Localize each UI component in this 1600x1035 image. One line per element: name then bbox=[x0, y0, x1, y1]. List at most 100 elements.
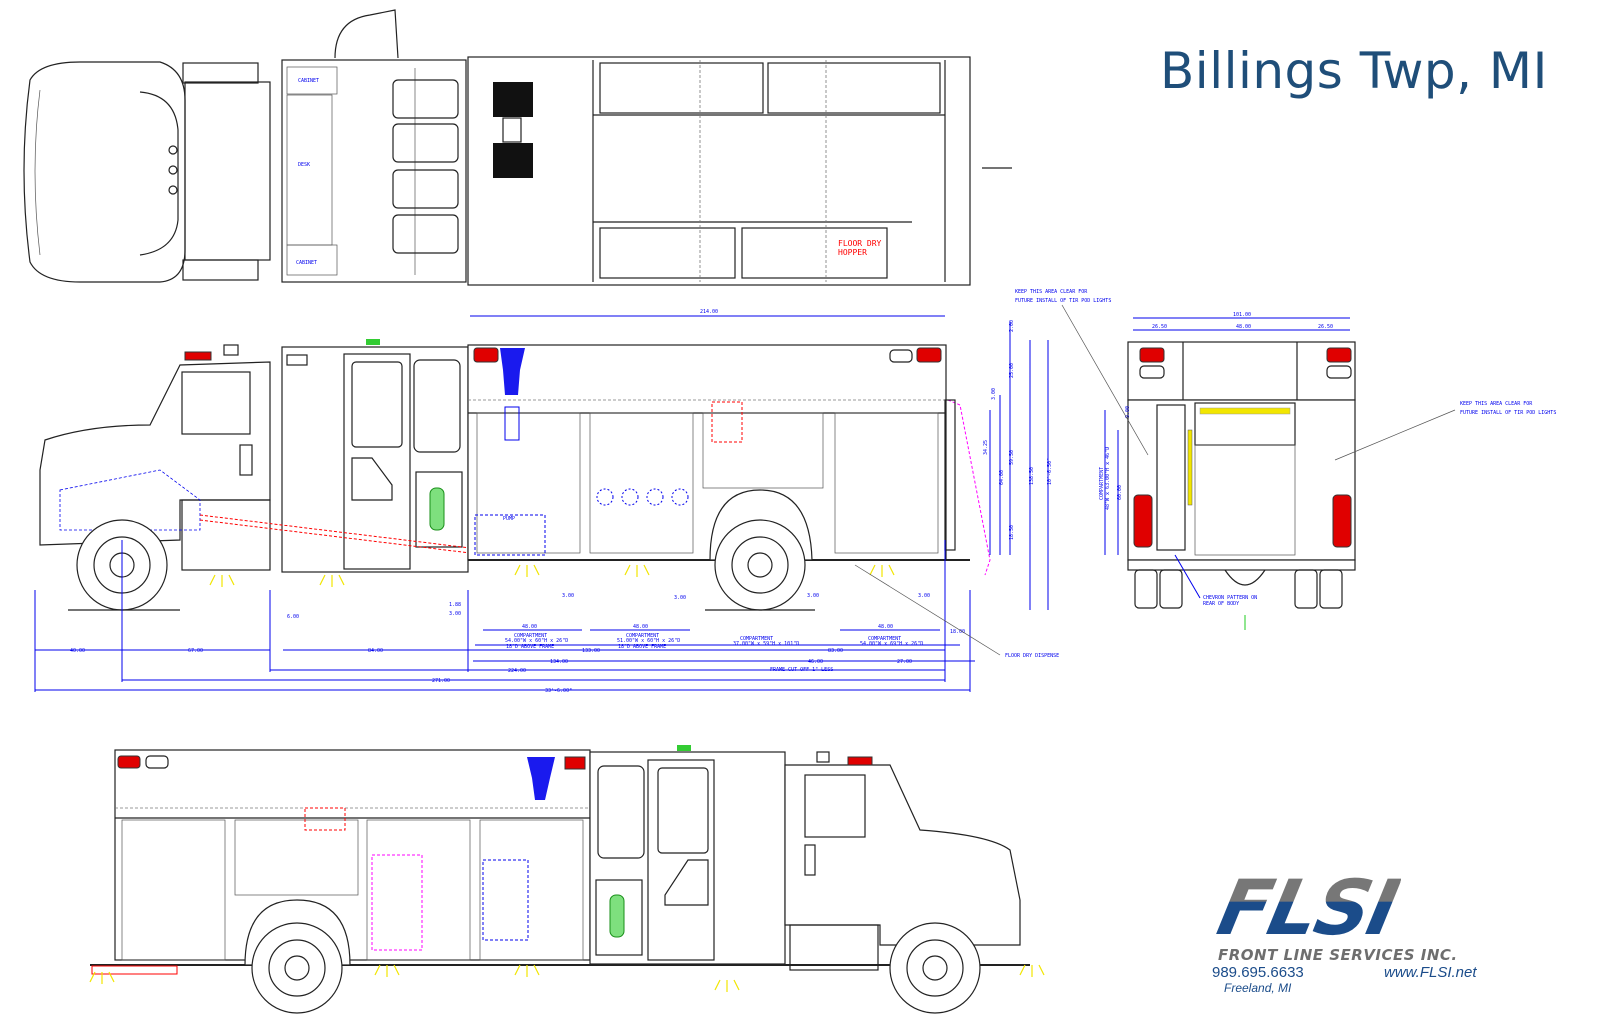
scene-lights bbox=[89, 964, 1045, 992]
dim-label: 133.00 bbox=[582, 648, 600, 654]
warning-light-icon bbox=[473, 347, 499, 363]
side-crew-cab bbox=[199, 339, 471, 573]
crew-door bbox=[343, 353, 411, 570]
monitor-icon bbox=[500, 348, 525, 395]
dim-label: COMPARTMENT bbox=[514, 633, 547, 639]
dim-label: COMPARTMENT bbox=[868, 636, 901, 642]
side-view: PUMP 214.00 bbox=[34, 309, 1059, 694]
dim-label: 54.00"W x 69"H x 26"D bbox=[860, 641, 923, 647]
frame-note: FRAME CUT OFF 1" LESS bbox=[770, 667, 833, 673]
pump-label: PUMP bbox=[503, 516, 515, 522]
company-city: Freeland, MI bbox=[1224, 981, 1292, 995]
dim-label: 3.00 bbox=[807, 593, 819, 599]
pump-assembly: PUMP bbox=[474, 514, 546, 556]
dim-label: 214.00 bbox=[700, 309, 718, 315]
extinguisher-icon bbox=[609, 894, 625, 938]
dim-label: 48.00 bbox=[633, 624, 648, 630]
dim-label: 138.50 bbox=[1029, 467, 1035, 485]
tir-note: KEEP THIS AREA CLEAR FOR bbox=[1460, 401, 1533, 407]
dim-label: 18.00 bbox=[950, 629, 965, 635]
company-name: FRONT LINE SERVICES INC. bbox=[1218, 946, 1458, 964]
dim-label: 37.00"W x 59"H x 101"D bbox=[733, 641, 799, 647]
rollup-door bbox=[589, 412, 694, 554]
dim-label: 48.00 bbox=[878, 624, 893, 630]
dim-label: 46.00 bbox=[808, 659, 823, 665]
dim-label: 51.00"W x 60"H x 26"D bbox=[617, 638, 680, 644]
dim-label: 40.00 bbox=[70, 648, 85, 654]
scene-lights bbox=[209, 564, 895, 587]
logo-mark: FLSI bbox=[1210, 863, 1405, 952]
monitor-nozzle-icon bbox=[493, 82, 533, 117]
dim-label: 18"D ABOVE FRAME bbox=[506, 644, 554, 650]
tir-note: FUTURE INSTALL OF TIR POD LIGHTS bbox=[1015, 298, 1111, 304]
dim-label: 18.50 bbox=[1009, 525, 1015, 540]
tail-light-icon bbox=[1332, 494, 1352, 548]
dim-label: 10'-6.50" bbox=[1047, 458, 1053, 485]
side-dimensions: 214.00 2.00 25.00 3.00 34.25 64.00 59.50… bbox=[34, 309, 1059, 694]
side-body: PUMP bbox=[467, 344, 991, 576]
rollup-door bbox=[476, 412, 581, 554]
front-wheel bbox=[889, 922, 981, 1014]
flsi-logo: FLSI FRONT LINE SERVICES INC. 989.695.66… bbox=[1210, 863, 1510, 1008]
scba-seat-icons bbox=[392, 79, 459, 254]
dim-label: 2.00 bbox=[1009, 320, 1015, 332]
officer-side-view bbox=[89, 745, 1045, 1014]
rollup-door bbox=[834, 412, 939, 554]
monitor-icon bbox=[527, 757, 555, 800]
website-link[interactable]: www.FLSI.net bbox=[1384, 964, 1477, 981]
rollup-door bbox=[702, 412, 824, 489]
dim-label: 101.00 bbox=[1233, 312, 1251, 318]
top-crew-cab: CABINET DESK CABINET bbox=[281, 9, 467, 283]
warning-light-icon bbox=[1326, 347, 1352, 363]
chevron-note: REAR OF BODY bbox=[1203, 601, 1239, 607]
warning-light-icon bbox=[916, 347, 942, 363]
rear-ladder bbox=[1156, 404, 1186, 551]
dim-label: 67.00 bbox=[188, 648, 203, 654]
dim-label: 224.00 bbox=[508, 668, 526, 674]
crew-door bbox=[647, 759, 715, 961]
dim-label: COMPARTMENT bbox=[740, 636, 773, 642]
dim-label: 3.00 bbox=[918, 593, 930, 599]
dim-label: COMPARTMENT bbox=[1099, 467, 1105, 500]
dim-label: 27.00 bbox=[897, 659, 912, 665]
dim-label: 3.00 bbox=[562, 593, 574, 599]
tail-light-icon bbox=[1133, 494, 1153, 548]
rear-wheel bbox=[251, 922, 343, 1014]
page-title: Billings Twp, MI bbox=[1160, 42, 1548, 100]
rear-wheel bbox=[714, 519, 806, 611]
rollup-door bbox=[479, 819, 584, 961]
rollup-door bbox=[366, 819, 471, 961]
rollup-door bbox=[121, 819, 226, 961]
dim-label: 9.00 bbox=[1125, 406, 1131, 418]
side-cab bbox=[39, 344, 271, 571]
dim-label: 134.00 bbox=[550, 659, 568, 665]
dim-label: 18"D ABOVE FRAME bbox=[618, 644, 666, 650]
chevron-note: CHEVRON PATTERN ON bbox=[1203, 595, 1257, 601]
dim-label: 33'-6.00" bbox=[545, 688, 572, 694]
dim-label: 83.00 bbox=[828, 648, 843, 654]
dim-label: 3.00 bbox=[674, 595, 686, 601]
dim-label: 1.88 bbox=[449, 602, 461, 608]
dim-label: 60.00 bbox=[1117, 485, 1123, 500]
dim-label: 48.00 bbox=[1236, 324, 1251, 330]
floor-dry-hopper-label: FLOOR DRY bbox=[838, 239, 882, 248]
phone-number: 989.695.6633 bbox=[1212, 964, 1304, 981]
dim-label: 48"W x 63.00"H x 46"D bbox=[1105, 447, 1111, 510]
warning-light-icon bbox=[184, 351, 212, 361]
dim-label: 25.00 bbox=[1009, 363, 1015, 378]
top-cabinet-label: CABINET bbox=[296, 260, 317, 266]
dim-label: 84.00 bbox=[368, 648, 383, 654]
warning-light-icon bbox=[564, 756, 586, 770]
rear-rollup-door bbox=[1194, 444, 1296, 556]
dim-label: 34.25 bbox=[983, 440, 989, 455]
dim-label: 26.50 bbox=[1318, 324, 1333, 330]
dim-label: 6.00 bbox=[287, 614, 299, 620]
rollup-door bbox=[234, 819, 359, 896]
top-body: FLOOR DRY HOPPER bbox=[467, 56, 1012, 286]
top-desk-label: DESK bbox=[298, 162, 310, 168]
top-cab-hood bbox=[23, 61, 271, 283]
dim-label: 48.00 bbox=[522, 624, 537, 630]
top-cabinet-label: CABINET bbox=[298, 78, 319, 84]
